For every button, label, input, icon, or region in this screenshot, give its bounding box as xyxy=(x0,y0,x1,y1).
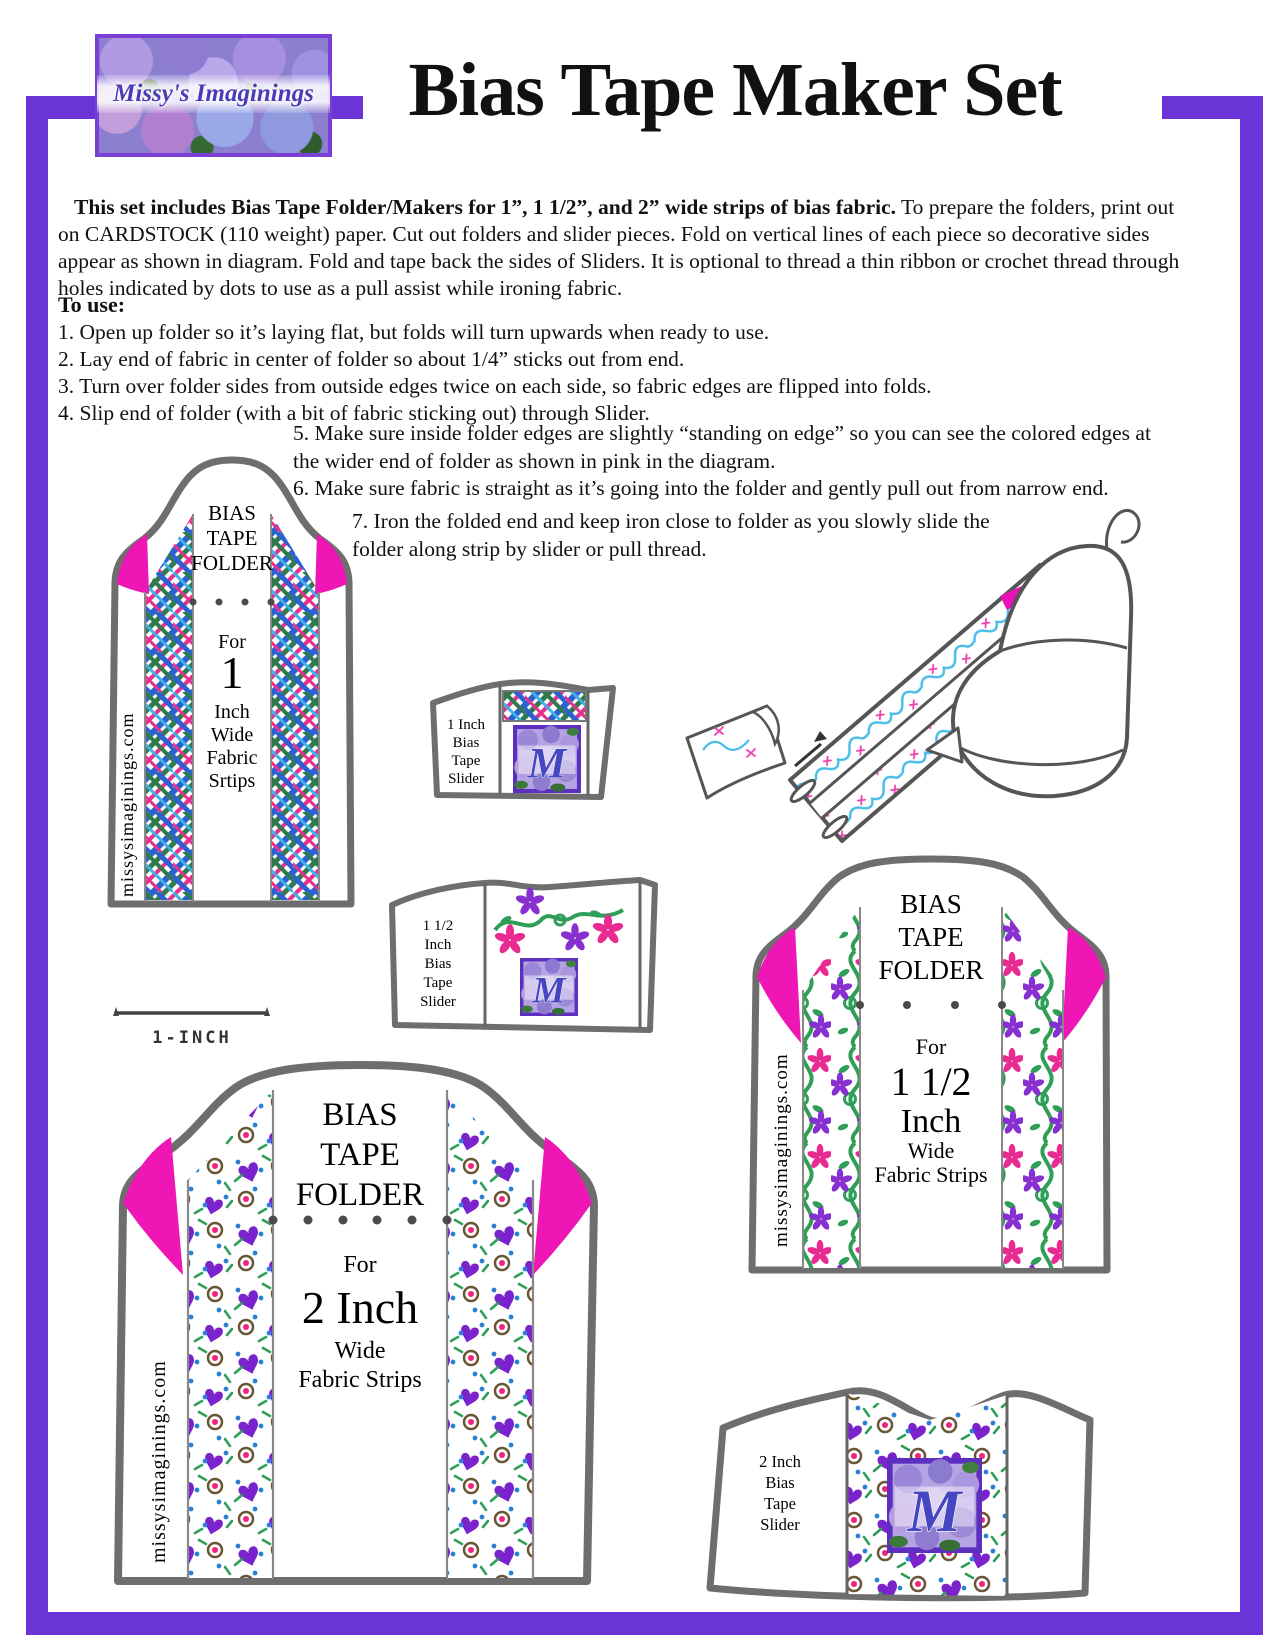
slider-label-line: 2 Inch xyxy=(759,1452,801,1471)
monogram-logo xyxy=(514,726,579,792)
iron-body xyxy=(951,543,1134,799)
folder-for-label: For xyxy=(343,1252,376,1278)
folder-size-label: 1 xyxy=(221,647,244,698)
slider-label-line: Tape xyxy=(452,753,481,769)
vine-strip-left xyxy=(803,907,860,1268)
step-item: 3. Turn over folder sides from outside e… xyxy=(58,374,932,398)
slider-label-line: Bias xyxy=(425,956,452,972)
folder-title-line: TAPE xyxy=(207,526,258,550)
step-item: 5. Make sure inside folder edges are sli… xyxy=(293,421,1151,473)
pink-corner-left xyxy=(757,927,801,1043)
to-use-heading: To use: xyxy=(58,292,126,317)
fabric-scrap xyxy=(685,704,787,800)
iron-tip xyxy=(925,726,964,764)
brand-logo-text: Missy's Imaginings xyxy=(113,80,314,107)
step-item: 2. Lay end of fabric in center of folder… xyxy=(58,347,685,371)
brand-logo-banner: Missy's Imaginings xyxy=(97,75,330,113)
intro-lead: This set includes Bias Tape Folder/Maker… xyxy=(74,194,897,219)
step-item: 4. Slip end of folder (with a bit of fab… xyxy=(58,401,650,425)
folder-title-line: FOLDER xyxy=(878,955,983,985)
frame-bottom-bar xyxy=(26,1612,1263,1635)
folder-for-label: For xyxy=(218,631,246,653)
vine-strip-right xyxy=(1002,907,1063,1268)
folder-title-line: FOLDER xyxy=(296,1177,424,1213)
folder-desc-line: Inch xyxy=(214,701,250,723)
website-text: missysimaginings.com xyxy=(148,1360,170,1563)
steps-1-4: 1. Open up folder so it’s laying flat, b… xyxy=(58,319,1198,427)
brand-logo: Missy's Imaginings xyxy=(95,34,332,157)
folder-desc-line: Srtips xyxy=(209,770,256,792)
slider-outline xyxy=(389,877,658,1033)
folder-title-line: FOLDER xyxy=(191,551,273,575)
slider-2inch-diagram: 2 Inch Bias Tape Slider xyxy=(706,1387,1094,1602)
folder-desc-line: Inch xyxy=(901,1103,961,1140)
folder-desc-line: Wide xyxy=(334,1338,385,1364)
frame-right-bar xyxy=(1240,96,1263,1612)
slider-label-line: Inch xyxy=(425,937,452,953)
monogram-logo xyxy=(889,1459,979,1551)
hearts-strip-left xyxy=(188,1090,273,1578)
folder-1inch-diagram: BIAS TAPE FOLDER For 1 Inch Wide Fabric … xyxy=(107,456,355,908)
folder-desc-line: Wide xyxy=(211,724,254,746)
iron-cord xyxy=(1105,508,1141,551)
intro-paragraph: This set includes Bias Tape Folder/Maker… xyxy=(58,194,1196,302)
arrow-icon xyxy=(814,731,827,742)
plaid-strip-right xyxy=(271,514,319,900)
pink-corner-left xyxy=(117,534,149,594)
monogram-logo xyxy=(519,956,579,1017)
slider-label-line: Slider xyxy=(760,1515,800,1534)
step-7: 7. Iron the folded end and keep iron clo… xyxy=(352,509,990,561)
frame-top-left-segment xyxy=(26,96,96,119)
folder-title-line: TAPE xyxy=(320,1137,400,1173)
pink-corner-left xyxy=(123,1137,183,1275)
fold-dots xyxy=(268,1215,452,1225)
slider-15inch-diagram: 1 1/2 Inch Bias Tape Slider xyxy=(389,877,658,1033)
folder-size-label: 1 1/2 xyxy=(890,1059,971,1104)
slider-label-line: 1 Inch xyxy=(447,717,485,733)
folder-title-line: TAPE xyxy=(898,922,963,952)
folder-desc-line: Fabric Strips xyxy=(298,1367,421,1393)
slider-label-line: Slider xyxy=(420,994,456,1010)
slider-label-line: Slider xyxy=(448,771,484,787)
slider-label-line: Bias xyxy=(453,735,480,751)
pink-corner-right xyxy=(315,534,347,594)
step-item: 1. Open up folder so it’s laying flat, b… xyxy=(58,320,770,344)
frame-left-bar xyxy=(26,96,48,1635)
folder-for-label: For xyxy=(916,1034,947,1059)
intro-body: To prepare the folders, print out on CAR… xyxy=(58,194,1180,300)
website-text: missysimaginings.com xyxy=(771,1053,792,1247)
frame-top-right-segment xyxy=(1162,96,1263,119)
fold-dots xyxy=(856,1001,1006,1009)
folder-size-label: 2 Inch xyxy=(302,1282,418,1333)
step-item: 6. Make sure fabric is straight as it’s … xyxy=(293,476,1109,500)
folder-title-line: BIAS xyxy=(900,889,962,919)
slider-label-line: Tape xyxy=(424,975,453,991)
folder-title-line: BIAS xyxy=(208,501,256,525)
folder-2inch-diagram: BIAS TAPE FOLDER For 2 Inch Wide Fabric … xyxy=(114,1061,598,1585)
vine-decoration xyxy=(493,887,625,956)
scale-bar: 1-INCH xyxy=(113,1007,270,1048)
website-text: missysimaginings.com xyxy=(117,712,137,897)
iron-sketch xyxy=(685,508,1141,843)
folder-title-line: BIAS xyxy=(322,1097,397,1133)
fold-dots xyxy=(189,598,275,606)
pink-corner-right xyxy=(1062,927,1106,1043)
hearts-strip-right xyxy=(447,1090,533,1578)
steps-5-6: 5. Make sure inside folder edges are sli… xyxy=(293,420,1161,503)
folder-desc-line: Fabric Strips xyxy=(874,1162,987,1187)
frame-logo-dash xyxy=(331,96,363,119)
pink-corner-right xyxy=(533,1137,592,1275)
folder-desc-line: Fabric xyxy=(206,747,257,769)
slider-label-line: Tape xyxy=(764,1494,796,1513)
plaid-strip-left xyxy=(145,514,193,900)
folder-15inch-diagram: BIAS TAPE FOLDER For 1 1/2 Inch Wide Fab… xyxy=(748,855,1111,1274)
scale-label: 1-INCH xyxy=(152,1028,231,1048)
slider-1inch-diagram: 1 Inch Bias Tape Slider xyxy=(430,679,616,800)
folder-desc-line: Wide xyxy=(908,1138,955,1163)
page-title: Bias Tape Maker Set xyxy=(408,48,1062,132)
slider-label-line: 1 1/2 xyxy=(423,918,453,934)
slider-label-line: Bias xyxy=(765,1473,794,1492)
plaid-strip xyxy=(502,690,587,722)
